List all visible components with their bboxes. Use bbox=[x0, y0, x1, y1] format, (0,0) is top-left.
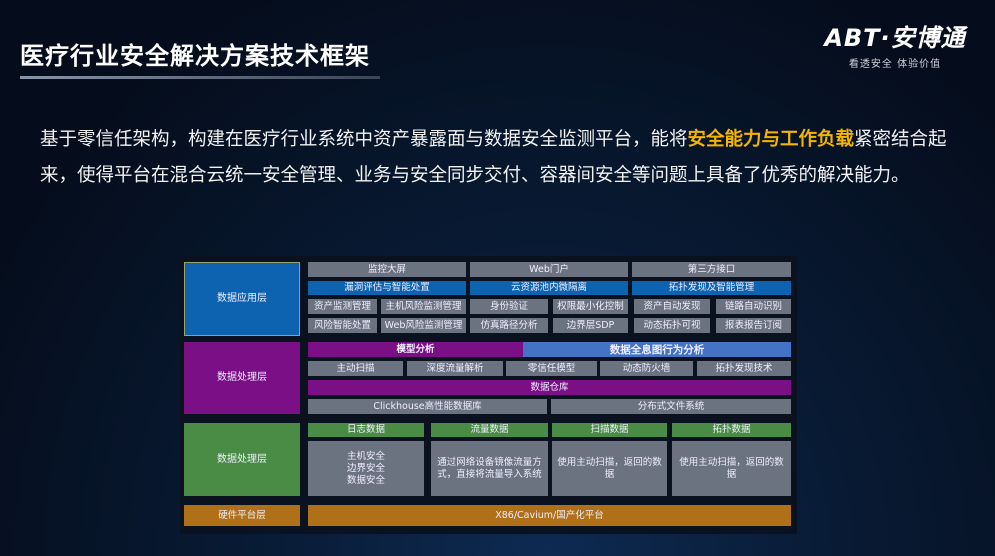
data-body: 使用主动扫描，返回的数据 bbox=[672, 441, 791, 496]
data-header: 拓扑数据 bbox=[672, 423, 791, 437]
cell: Web风险监测管理 bbox=[381, 318, 466, 333]
cell: 拓扑发现技术 bbox=[697, 361, 791, 376]
cell: 监控大屏 bbox=[308, 262, 466, 277]
intro-text: 基于零信任架构，构建在医疗行业系统中资产暴露面与数据安全监测平台，能将 bbox=[40, 129, 688, 150]
logo-slogan: 看透安全 体验价值 bbox=[848, 59, 942, 70]
cell: 风险智能处置 bbox=[308, 318, 377, 333]
cell: 主机风险监测管理 bbox=[381, 299, 466, 314]
cell: 深度流量解析 bbox=[407, 361, 503, 376]
data-body: 使用主动扫描，返回的数据 bbox=[552, 441, 667, 496]
data-header: 流量数据 bbox=[431, 423, 548, 437]
hardware-layer-label: 硬件平台层 bbox=[184, 505, 300, 526]
cell: 拓扑发现及智能管理 bbox=[632, 281, 791, 295]
architecture-diagram: 数据应用层 监控大屏 Web门户 第三方接口 漏洞评估与智能处置 云资源池内微隔… bbox=[180, 256, 797, 534]
process-layer-label: 数据处理层 bbox=[184, 342, 300, 414]
cell: 漏洞评估与智能处置 bbox=[308, 281, 466, 295]
cell: 主动扫描 bbox=[308, 361, 403, 376]
cell: 第三方接口 bbox=[632, 262, 791, 277]
data-warehouse: 数据仓库 bbox=[308, 380, 791, 395]
page-title: 医疗行业安全解决方案技术框架 bbox=[20, 42, 370, 70]
cell: 身份验证 bbox=[470, 299, 548, 314]
logo-brand: ABT·安博通 bbox=[824, 24, 966, 52]
title-underline bbox=[20, 76, 380, 79]
cell: 动态拓扑可视 bbox=[634, 318, 710, 333]
intro-paragraph: 基于零信任架构，构建在医疗行业系统中资产暴露面与数据安全监测平台，能将安全能力与… bbox=[40, 122, 955, 193]
cell: 云资源池内微隔离 bbox=[470, 281, 628, 295]
data-layer-label: 数据处理层 bbox=[184, 423, 300, 496]
cell: 资产自动发现 bbox=[634, 299, 710, 314]
holo-analysis: 数据全息图行为分析 bbox=[523, 342, 791, 357]
data-header: 日志数据 bbox=[308, 423, 424, 437]
hardware-platform: X86/Cavium/国产化平台 bbox=[308, 505, 791, 526]
data-header: 扫描数据 bbox=[552, 423, 667, 437]
app-layer-label: 数据应用层 bbox=[184, 262, 300, 336]
cell: Clickhouse高性能数据库 bbox=[308, 399, 547, 414]
data-body: 通过网络设备镜像流量方式，直接将流量导入系统 bbox=[431, 441, 548, 496]
cell: Web门户 bbox=[470, 262, 628, 277]
logo: ABT·安博通 看透安全 体验价值 bbox=[820, 18, 970, 70]
cell: 零信任模型 bbox=[506, 361, 597, 376]
data-body: 主机安全 边界安全 数据安全 bbox=[308, 441, 424, 496]
cell: 资产监测管理 bbox=[308, 299, 377, 314]
cell: 仿真路径分析 bbox=[470, 318, 548, 333]
cell: 链路自动识别 bbox=[716, 299, 791, 314]
cell: 分布式文件系统 bbox=[551, 399, 791, 414]
intro-highlight: 安全能力与工作负载 bbox=[687, 129, 855, 150]
intro-text-end: 紧密结合起来，使得平台在混合云统一安全管理、业务与安全同步交付、容器间安全等问题… bbox=[40, 129, 947, 186]
cell: 动态防火墙 bbox=[600, 361, 693, 376]
model-analysis: 模型分析 bbox=[308, 342, 523, 357]
cell: 权限最小化控制 bbox=[553, 299, 628, 314]
cell: 边界层SDP bbox=[553, 318, 628, 333]
cell: 报表报告订阅 bbox=[716, 318, 791, 333]
